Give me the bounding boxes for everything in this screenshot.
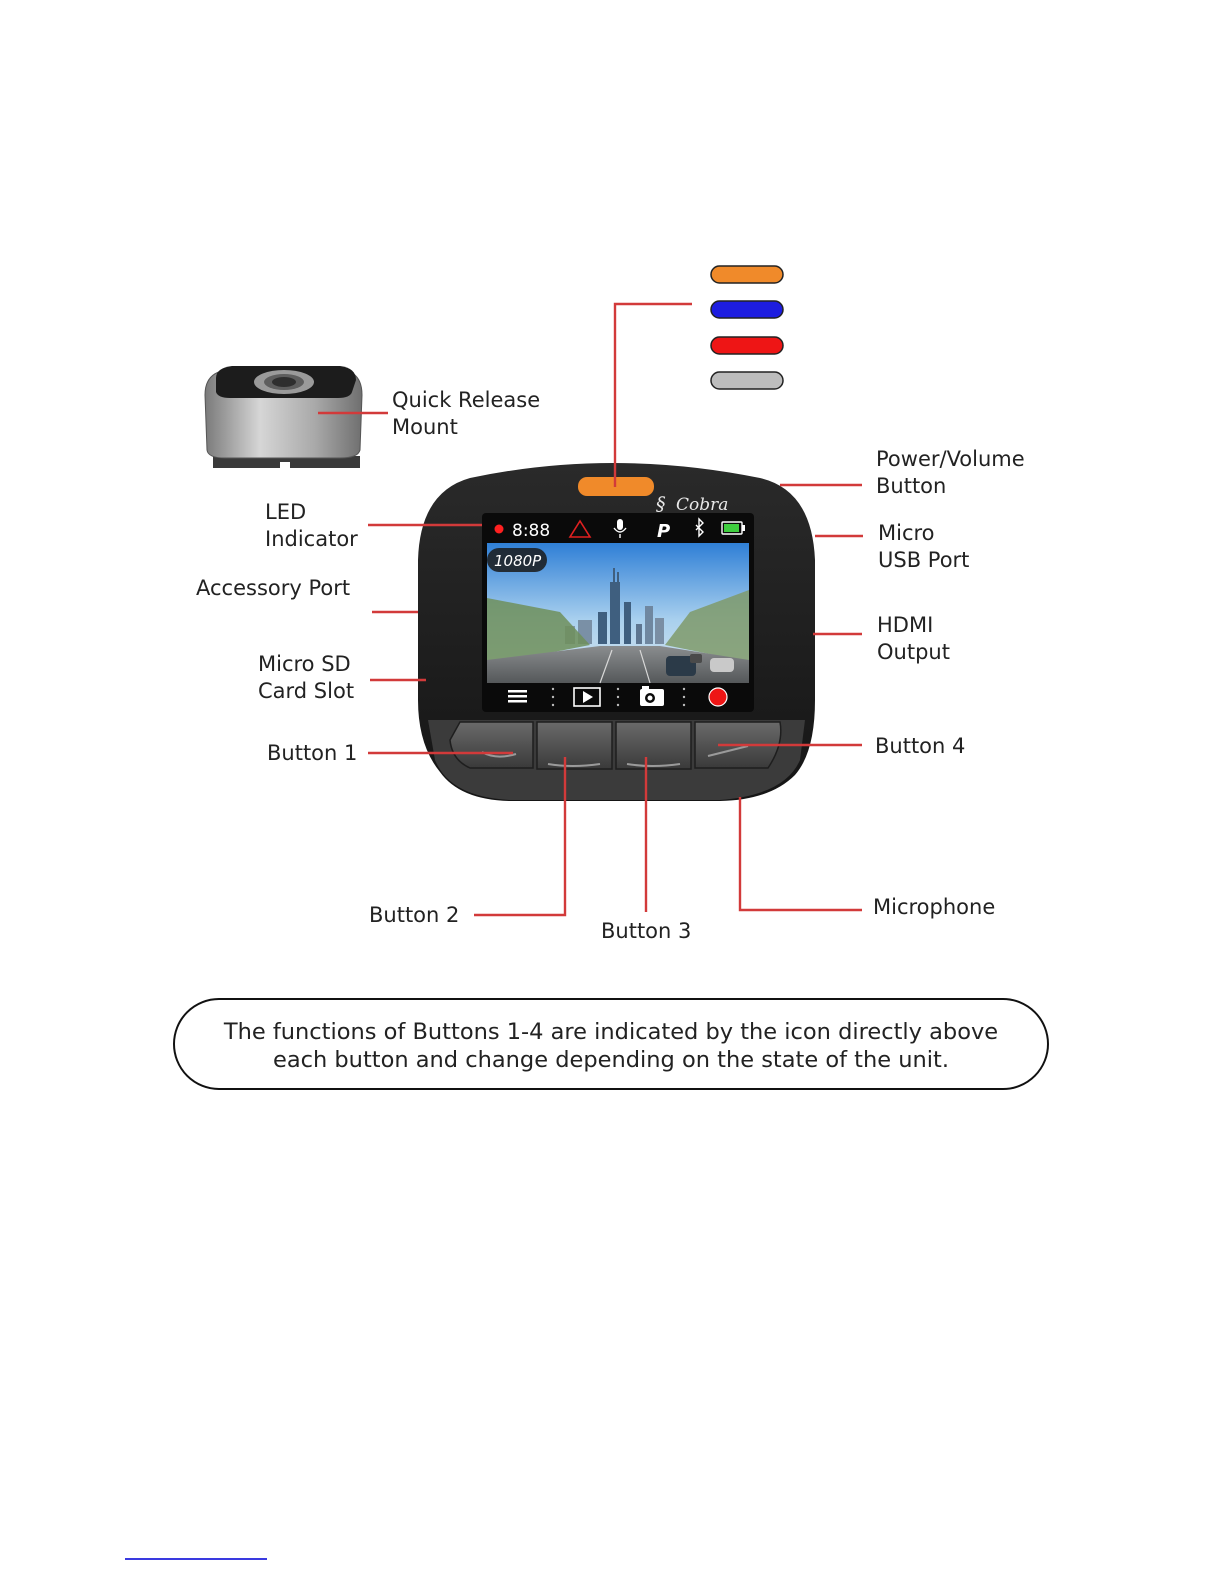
- note-line-2: each button and change depending on the …: [272, 1047, 950, 1073]
- screen-status-bar: 8:88 P: [494, 517, 745, 542]
- play-icon: [573, 687, 601, 707]
- resolution-badge-text: 1080P: [494, 552, 542, 570]
- hardware-button-3[interactable]: [615, 721, 692, 770]
- label-button-2: Button 2: [369, 903, 460, 927]
- led-color-swatches: [710, 265, 784, 390]
- led-swatch-orange: [710, 265, 784, 284]
- screen-softkey-bar: [508, 686, 728, 707]
- label-button-3: Button 3: [601, 919, 692, 943]
- microphone-icon: [617, 519, 623, 530]
- callout-lines: [318, 302, 863, 917]
- camera-icon: [640, 686, 664, 706]
- label-accessory-port: Accessory Port: [196, 576, 351, 600]
- record-dot-icon: [494, 524, 504, 534]
- hardware-button-1[interactable]: [449, 721, 534, 769]
- note-line-1: The functions of Buttons 1-4 are indicat…: [223, 1019, 999, 1045]
- brand-logo: Cobra: [676, 495, 728, 515]
- screen-camera-view: 1080P: [487, 543, 749, 684]
- screen-time: 8:88: [512, 521, 550, 541]
- led-swatch-gray: [710, 371, 784, 390]
- quick-release-mount-image: [204, 366, 363, 468]
- led-swatch-red: [710, 336, 784, 355]
- bluetooth-icon: [695, 517, 704, 538]
- label-button-4: Button 4: [875, 734, 966, 758]
- parking-icon: P: [657, 521, 670, 542]
- footer-rule: [125, 1558, 267, 1560]
- label-microphone: Microphone: [873, 895, 996, 919]
- warning-triangle-icon: [568, 519, 592, 538]
- svg-text:§: §: [656, 493, 666, 515]
- led-swatch-blue: [710, 300, 784, 319]
- record-icon: [708, 687, 728, 707]
- buttons-note-box: The functions of Buttons 1-4 are indicat…: [173, 998, 1049, 1090]
- menu-icon: [508, 690, 527, 703]
- resolution-badge: [487, 548, 547, 572]
- hardware-button-2[interactable]: [536, 721, 613, 770]
- label-button-1: Button 1: [267, 741, 358, 765]
- battery-icon: [721, 521, 745, 535]
